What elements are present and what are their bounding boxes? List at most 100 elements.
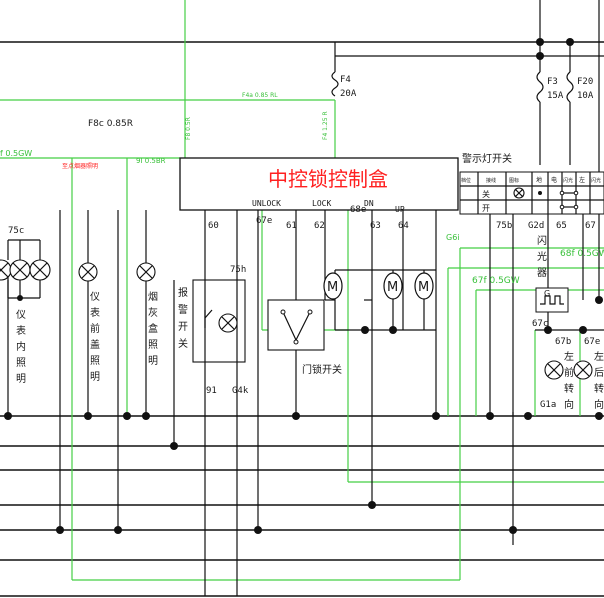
rear-left-turn-lamp	[573, 360, 593, 380]
cover-light-5: 明	[90, 371, 100, 383]
inst-light-3: 照	[16, 357, 26, 369]
rear-left-3: 向	[594, 398, 604, 411]
flasher-unit	[535, 287, 569, 313]
ashtray-lamp	[136, 262, 156, 282]
instrument-lamp-1	[0, 259, 12, 281]
hazard-header-7: 闪光	[591, 177, 601, 184]
alarm-switch-label-1: 警	[178, 303, 188, 316]
hazard-header-6: 左	[579, 176, 585, 184]
cover-light-4: 照	[90, 355, 100, 367]
hazard-row-on: 开	[482, 204, 490, 213]
pin-91: 91	[206, 386, 217, 396]
instrument-lamp-3	[29, 259, 51, 281]
fuse-f3-rating: 15A	[547, 91, 564, 101]
pin-75c: 75c	[8, 226, 24, 236]
flasher-label-0: 闪	[537, 234, 547, 247]
fuse-f20-rating: 10A	[577, 91, 594, 101]
junction-dots	[4, 38, 603, 534]
hazard-table-title: 警示灯开关	[462, 152, 512, 165]
fuse-f3	[536, 71, 544, 103]
pin-64: 64	[398, 221, 409, 231]
front-left-turn-lamp	[544, 360, 564, 380]
svg-text:M: M	[327, 280, 338, 295]
flasher-g: G	[544, 289, 550, 298]
horizontal-buses	[0, 41, 604, 597]
pin-67: 67	[585, 221, 596, 231]
rear-left-2: 转	[594, 382, 604, 395]
fuse-f3-name: F3	[547, 77, 558, 87]
inst-light-4: 明	[16, 373, 26, 385]
hazard-header-4: 电	[551, 176, 557, 184]
motor-2: M	[383, 272, 403, 300]
alarm-lamp	[218, 313, 238, 333]
hazard-header-3: 地	[536, 176, 542, 184]
svg-text:M: M	[418, 280, 429, 295]
instrument-lamp-2	[9, 259, 31, 281]
cover-light-3: 盖	[90, 338, 100, 351]
alarm-switch-label-0: 报	[178, 286, 188, 299]
pin-75b: 75b	[496, 221, 512, 231]
door-lock-switch-label: 门锁开关	[302, 363, 342, 376]
ash-light-3: 照	[148, 339, 158, 351]
flasher-label-2: 器	[537, 267, 547, 279]
cover-light-1: 表	[90, 306, 100, 319]
rear-left-1: 后	[594, 367, 604, 379]
front-left-2: 转	[564, 382, 574, 395]
hazard-header-5: 闪光	[563, 177, 573, 184]
pin-60: 60	[208, 221, 219, 231]
wire-label-f4-1: F4 1.25 R	[322, 111, 329, 140]
wire-label-cig: 至点烟器照明	[62, 162, 98, 170]
pin-g1a: G1a	[540, 400, 556, 410]
pin-62: 62	[314, 221, 325, 231]
alarm-switch-label-3: 关	[178, 337, 188, 350]
alarm-switch	[192, 279, 246, 363]
motor-1: M	[323, 272, 343, 300]
pin-61: 61	[286, 221, 297, 231]
controller-dn-label: DN	[364, 199, 374, 208]
controller-lock-label: LOCK	[312, 199, 331, 208]
central-lock-controller	[179, 157, 459, 211]
pin-67e-right: 67e	[584, 337, 600, 347]
fuse-f4	[331, 71, 339, 97]
pin-67b: 67b	[555, 337, 571, 347]
front-left-1: 前	[564, 366, 574, 379]
pin-g2d: G2d	[528, 221, 544, 231]
pin-g4k: G4k	[232, 386, 249, 396]
inst-light-2: 内	[16, 340, 26, 353]
fuse-f20	[566, 71, 574, 103]
wire-label-f8: F8 0.5R	[185, 117, 192, 140]
cover-light-2: 前	[90, 322, 100, 335]
front-left-0: 左	[564, 350, 574, 363]
inst-light-1: 表	[16, 324, 26, 337]
alarm-switch-label-2: 开	[178, 322, 188, 333]
pin-75h: 75h	[230, 265, 246, 275]
pin-68e: 68e	[350, 205, 366, 215]
green-wires	[0, 0, 604, 581]
ash-light-0: 烟	[148, 290, 158, 303]
rear-left-0: 左	[594, 350, 604, 363]
wire-label-g6i: G6i	[446, 233, 460, 242]
fuse-f4-name: F4	[340, 75, 351, 85]
controller-title: 中控锁控制盒	[268, 167, 388, 191]
pin-65: 65	[556, 221, 567, 231]
pin-67e: 67e	[256, 216, 272, 226]
fuse-f4-rating: 20A	[340, 89, 357, 99]
flasher-label-1: 光	[537, 250, 547, 263]
ash-light-4: 明	[148, 355, 158, 367]
wire-label-67f: 67f 0.5GW	[472, 276, 520, 286]
cover-lamp	[78, 262, 98, 282]
wire-label-68f: 68f 0.5GW	[560, 249, 604, 259]
wire-label-f-left: f 0.5GW	[0, 149, 32, 158]
fuse-f20-name: F20	[577, 77, 593, 87]
pin-67c: 67c	[532, 319, 548, 329]
front-left-3: 向	[564, 398, 574, 411]
motor-3: M	[414, 272, 434, 300]
hazard-header-1: 接线	[486, 177, 496, 184]
wire-label-f8c: F8c 0.85R	[88, 119, 133, 129]
wire-label-f4a: F4a 0.85 RL	[242, 92, 278, 99]
controller-unlock-label: UNLOCK	[252, 199, 281, 208]
pin-63: 63	[370, 221, 381, 231]
inst-light-0: 仪	[16, 309, 26, 321]
svg-text:M: M	[387, 280, 398, 295]
